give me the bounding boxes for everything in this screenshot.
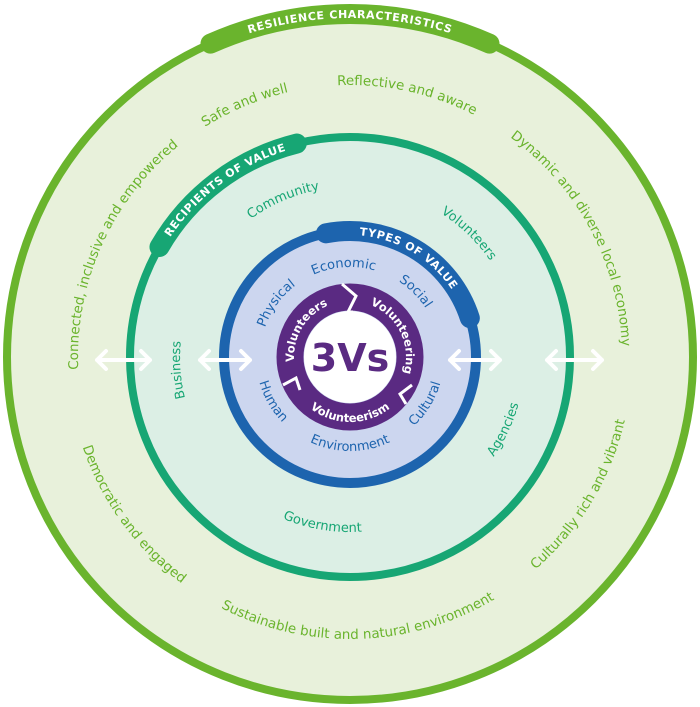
core-center (304, 311, 396, 403)
core-separators (282, 282, 413, 405)
recipient-item-text: Business (169, 340, 189, 400)
value-type-item-text: Environment (308, 432, 392, 455)
recipients-title-tab (149, 133, 307, 257)
core-title: 3Vs (311, 336, 389, 380)
value-type-item: Environment (308, 432, 392, 455)
double-arrow-icon (545, 349, 604, 371)
resilience-title-tab (200, 4, 500, 54)
arrows (95, 349, 604, 371)
core-ring (276, 283, 424, 431)
double-arrow-icon (448, 349, 502, 371)
types-title-tab (315, 221, 480, 329)
double-arrow-icon (95, 349, 152, 371)
recipient-item: Business (169, 340, 189, 400)
double-arrow-icon (198, 349, 252, 371)
